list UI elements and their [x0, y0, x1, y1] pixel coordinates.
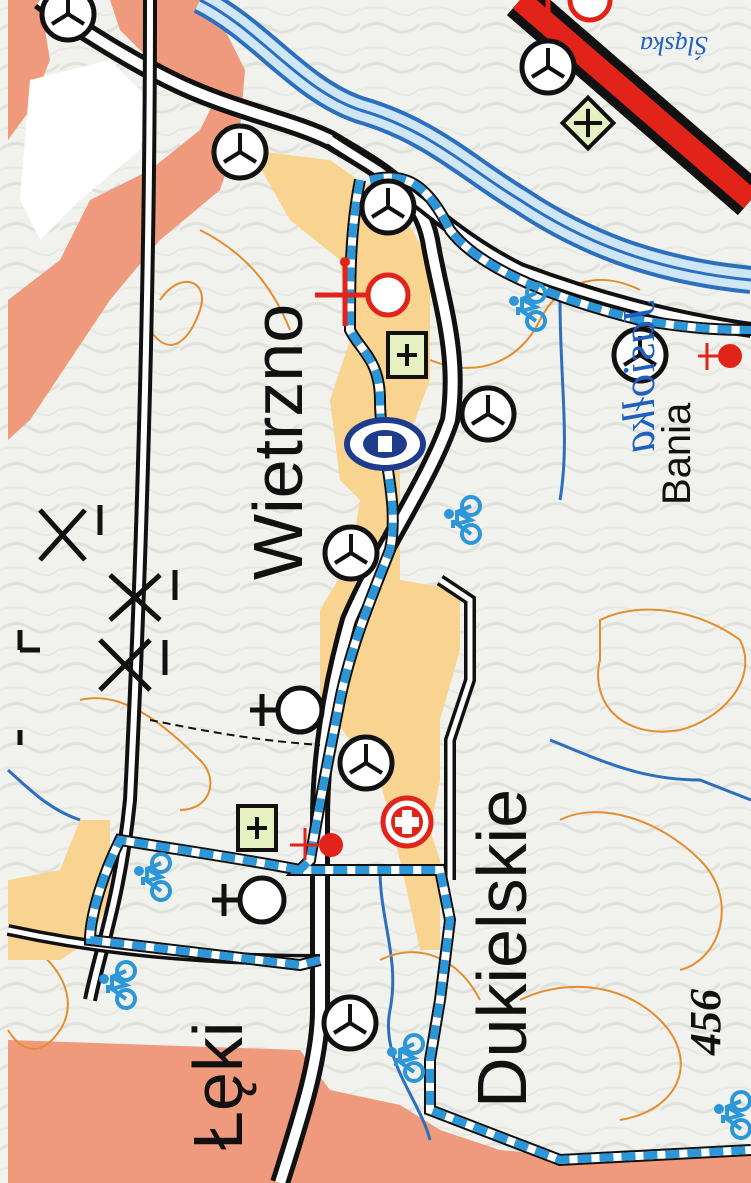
windmill-icon	[522, 41, 574, 93]
windmill-icon	[325, 527, 377, 579]
forest-zone-south	[8, 1040, 751, 1183]
admin-boundary	[149, 719, 321, 746]
elevation-label: 456	[681, 989, 730, 1055]
info-box-icon	[386, 331, 428, 379]
church-icon	[545, 0, 613, 25]
chapel-red-icon	[290, 828, 343, 860]
river-label-jasiolka: Jasiołka	[613, 300, 664, 454]
cross-icon	[17, 505, 178, 745]
church-icon	[315, 257, 411, 326]
chapel-icon	[212, 878, 284, 922]
place-label-dukielskie: Dukielskie	[463, 789, 541, 1108]
forest-zone-west	[8, 0, 50, 140]
stream-3	[558, 299, 566, 501]
windmill-icon	[214, 126, 266, 178]
info-box-icon	[236, 804, 278, 852]
place-label-wietrzno: Wietrzno	[239, 303, 317, 580]
windmill-icon	[340, 737, 392, 789]
forest-zone-northwest	[8, 0, 245, 440]
windmill-icon	[462, 388, 514, 440]
windmill-icon	[324, 997, 376, 1049]
road-national	[506, 0, 751, 216]
place-label-leki: Łęki	[179, 1021, 257, 1150]
chapel-red-icon	[698, 343, 742, 370]
windmill-icon	[362, 181, 414, 233]
windmill-icon	[42, 0, 94, 40]
info-box-icon	[559, 94, 617, 152]
police-icon	[344, 417, 426, 471]
stream-4	[6, 768, 81, 822]
chapel-icon	[250, 688, 322, 732]
settlement-leki	[8, 820, 110, 960]
stream-2	[378, 869, 432, 1141]
contour-lines	[7, 229, 747, 1121]
stream-1	[549, 738, 751, 802]
road-main	[34, 0, 463, 1183]
first-aid-icon	[380, 795, 434, 849]
river-label-partial: Śląska	[640, 31, 708, 60]
bike-trail	[83, 171, 751, 1167]
white-clearing	[20, 60, 150, 240]
